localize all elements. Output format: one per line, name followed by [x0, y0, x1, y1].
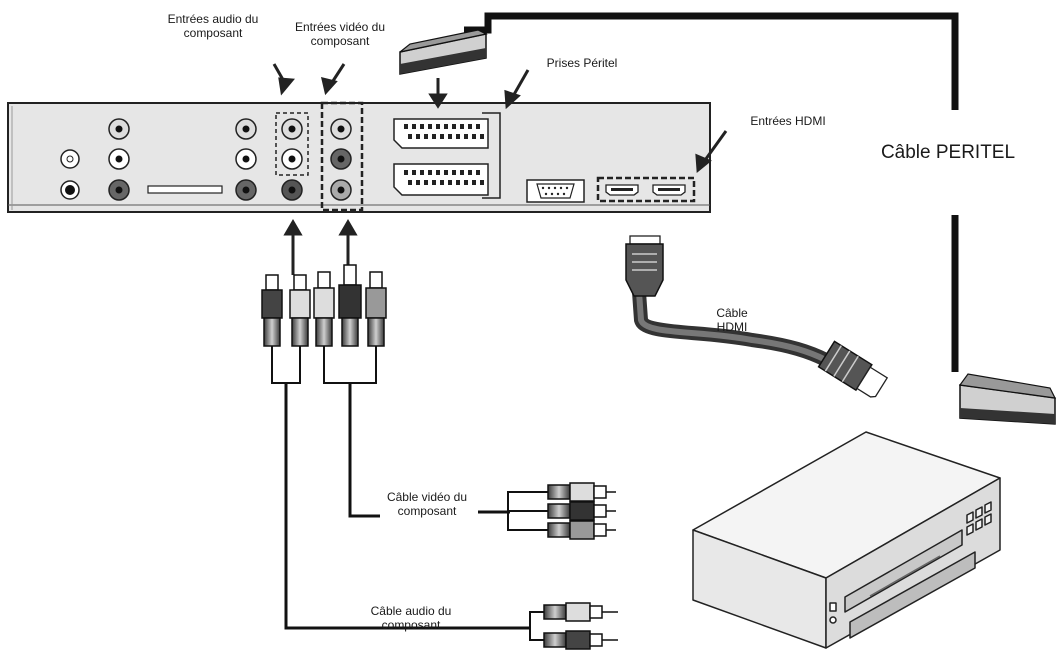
component-audio-inputs [275, 112, 309, 201]
video-cable-label-line2: composant [397, 504, 457, 518]
scart-pin [424, 134, 428, 139]
scart-pin [464, 134, 468, 139]
dvd-player [692, 431, 1001, 649]
scart-pin [408, 180, 412, 185]
scart-pin [416, 134, 420, 139]
audio-inputs-label: Entrées audio du composant [152, 12, 274, 40]
hdmi-cable-label-line2: HDMI [716, 320, 748, 334]
scart-pin [468, 124, 472, 129]
video-inputs-label: Entrées vidéo du composant [280, 20, 400, 48]
scart-pin [468, 170, 472, 175]
scart-pin [480, 134, 484, 139]
scart-pin [404, 170, 408, 175]
scart-pin [436, 170, 440, 175]
hdmi-cable-label: Câble HDMI [708, 306, 756, 334]
card-slot [147, 185, 223, 194]
audio-inputs-label-line2: composant [183, 26, 243, 40]
scart-pin [476, 124, 480, 129]
component-video-inputs [320, 101, 364, 212]
scart-pin [420, 170, 424, 175]
small-jack [60, 149, 80, 169]
scart-sockets-label: Prises Péritel [546, 56, 618, 70]
hdmi-cable-label-line1: Câble [716, 306, 748, 320]
video-inputs-label-line2: composant [310, 34, 370, 48]
scart-cable-label: Câble PERITEL [880, 142, 1016, 163]
scart-pin [480, 180, 484, 185]
audio-cable-label-line1: Câble audio du [370, 604, 452, 618]
audio-cable-label-line2: composant [381, 618, 441, 632]
scart-pin [412, 124, 416, 129]
scart-pin [424, 180, 428, 185]
component-audio-cable [261, 274, 618, 650]
scart-pin [444, 170, 448, 175]
scart-pin [448, 134, 452, 139]
scart-pin [456, 134, 460, 139]
hdmi-inputs [596, 176, 696, 203]
scart-sockets [393, 112, 501, 199]
scart-pin [416, 180, 420, 185]
scart-pin [452, 170, 456, 175]
rca-jacks-left [108, 118, 130, 201]
scart-pin [460, 170, 464, 175]
scart-pin [440, 134, 444, 139]
scart-pin [452, 124, 456, 129]
scart-pin [440, 180, 444, 185]
scart-cable [399, 12, 1057, 425]
scart-pin [428, 124, 432, 129]
scart-pin [472, 180, 476, 185]
scart-pin [444, 124, 448, 129]
component-video-cable [313, 264, 616, 540]
headphone-jack [60, 180, 80, 200]
audio-inputs-label-line1: Entrées audio du [167, 12, 259, 26]
pointer-arrows [272, 63, 728, 275]
scart-pin [448, 180, 452, 185]
video-inputs-label-line1: Entrées vidéo du [294, 20, 386, 34]
scart-pin [456, 180, 460, 185]
scart-pin [432, 180, 436, 185]
video-cable-label: Câble vidéo du composant [372, 490, 482, 518]
hdmi-cable [625, 235, 889, 398]
scart-pin [472, 134, 476, 139]
hdmi-inputs-label: Entrées HDMI [750, 114, 826, 128]
scart-pin [460, 124, 464, 129]
scart-pin [428, 170, 432, 175]
scart-pin [412, 170, 416, 175]
scart-pin [432, 134, 436, 139]
rca-jacks-middle [235, 118, 257, 201]
scart-pin [408, 134, 412, 139]
audio-cable-label: Câble audio du composant [356, 604, 466, 632]
video-cable-label-line1: Câble vidéo du [386, 490, 468, 504]
scart-pin [436, 124, 440, 129]
scart-pin [420, 124, 424, 129]
vga-port [526, 179, 585, 203]
scart-pin [404, 124, 408, 129]
scart-pin [464, 180, 468, 185]
scart-pin [476, 170, 480, 175]
